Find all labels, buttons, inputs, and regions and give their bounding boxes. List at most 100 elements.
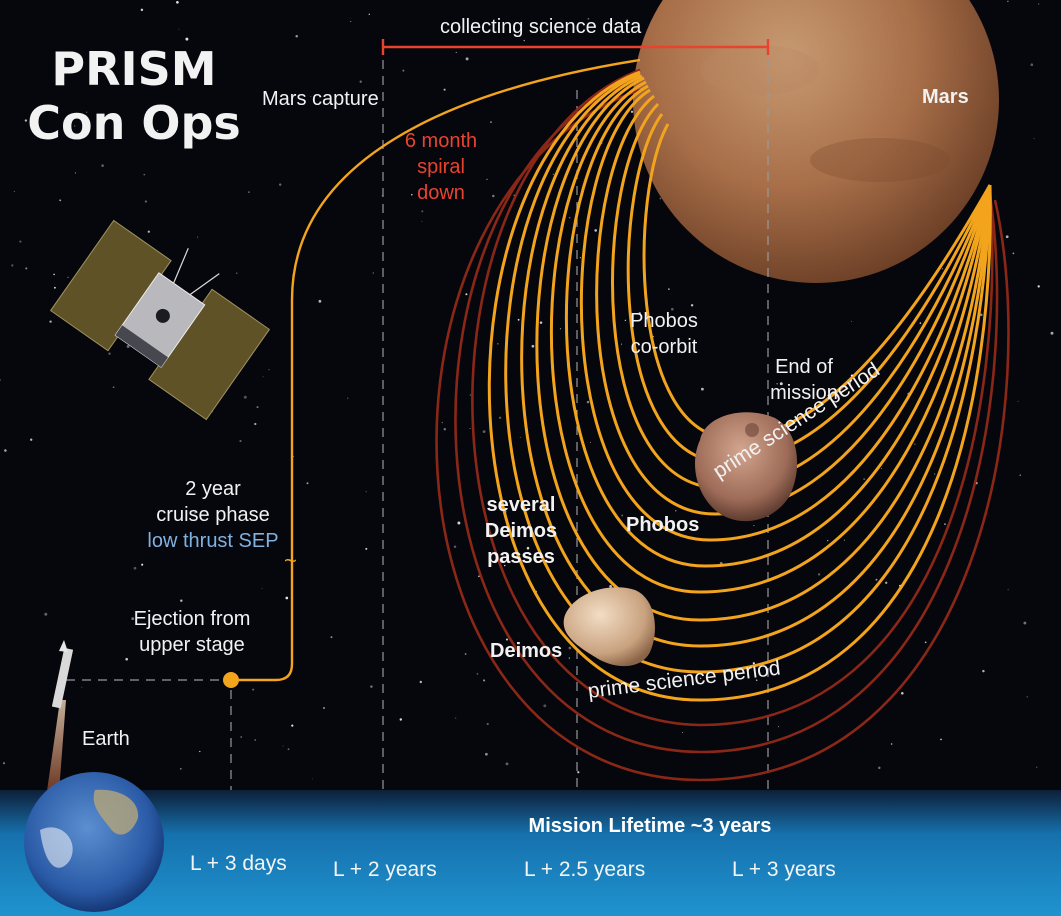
orbit-path (595, 94, 992, 516)
cruise-line-2: cruise phase (156, 504, 270, 526)
orbit-path (504, 72, 992, 674)
star (156, 129, 159, 132)
star (941, 268, 944, 270)
star (690, 304, 694, 307)
star (568, 657, 571, 659)
star (505, 762, 509, 766)
star (492, 194, 495, 198)
star (476, 673, 479, 675)
phobos-label: Phobos (626, 514, 700, 536)
orbit-path (435, 88, 1010, 782)
star (252, 688, 255, 691)
star (483, 679, 486, 682)
orbit-path (564, 84, 992, 568)
star (817, 573, 821, 576)
star (851, 320, 853, 322)
star (359, 80, 362, 83)
star (1036, 766, 1038, 768)
star (131, 617, 135, 621)
star (125, 657, 128, 661)
star (86, 111, 88, 113)
star (1030, 63, 1034, 67)
star (1033, 138, 1035, 140)
star (455, 717, 457, 719)
star (262, 376, 264, 378)
star (101, 164, 104, 167)
star (1023, 621, 1027, 625)
tick-label-2-5-years: L + 2.5 years (524, 858, 646, 881)
spiral-line-2: spiral (417, 156, 465, 178)
title-line-1: PRISM (51, 42, 217, 96)
star (311, 778, 313, 780)
star (778, 726, 779, 728)
star (0, 379, 1, 381)
orbit-path (487, 70, 992, 702)
star (330, 636, 333, 639)
phobos-moon (695, 412, 798, 522)
star (1017, 400, 1019, 402)
star (505, 638, 509, 641)
star (944, 523, 946, 525)
star (1026, 696, 1028, 698)
star (4, 449, 7, 452)
star (318, 299, 322, 303)
deimos-label: Deimos (490, 640, 563, 662)
star (755, 679, 758, 681)
star (776, 383, 778, 385)
star (347, 397, 349, 399)
spiral-orbits-outer (435, 68, 1010, 782)
orbit-path (579, 88, 992, 542)
star (457, 521, 461, 525)
phobos-coorbit-line-1: Phobos (630, 310, 698, 332)
deimos-passes-line-1: several (486, 494, 556, 516)
mars-surface-feature (810, 138, 950, 182)
star (587, 18, 590, 20)
star (701, 387, 704, 391)
star (194, 512, 196, 514)
star (827, 539, 829, 542)
star (779, 382, 783, 386)
tick-label-2-years: L + 2 years (333, 858, 437, 881)
tick-label-3-years: L + 3 years (732, 858, 836, 881)
star (670, 307, 674, 311)
star (901, 692, 904, 695)
star (843, 539, 846, 541)
star (411, 193, 413, 196)
deimos-moon (563, 587, 655, 667)
star (469, 394, 471, 396)
ejection-label: Ejection from upper stage (104, 606, 280, 658)
star (25, 267, 28, 270)
star (372, 272, 374, 274)
star (44, 612, 48, 616)
star (441, 421, 443, 424)
star (30, 438, 33, 441)
end-of-mission-line-2: mission (770, 382, 838, 404)
star (1037, 285, 1040, 288)
star (1019, 474, 1022, 476)
star (365, 547, 368, 550)
star (53, 273, 55, 276)
star (526, 546, 530, 550)
star (485, 752, 488, 756)
phobos-crater (745, 423, 759, 437)
star (486, 178, 488, 181)
star (1007, 0, 1009, 3)
title-line-2: Con Ops (27, 96, 241, 150)
star (579, 257, 581, 259)
star (753, 525, 755, 527)
launch-rocket (45, 640, 74, 805)
mars-capture-label: Mars capture (262, 88, 379, 110)
star (504, 564, 506, 567)
rocket-nose (59, 640, 68, 652)
star (368, 13, 370, 15)
star (543, 704, 547, 708)
earth-continent (93, 789, 139, 835)
end-of-mission-line-1: End of (775, 356, 833, 378)
end-of-mission-label: End of mission (748, 354, 860, 406)
star (240, 736, 242, 738)
star (455, 51, 457, 53)
rocket-exhaust-plume (45, 700, 66, 805)
star (185, 37, 189, 41)
spiral-line-1: 6 month (404, 130, 478, 152)
